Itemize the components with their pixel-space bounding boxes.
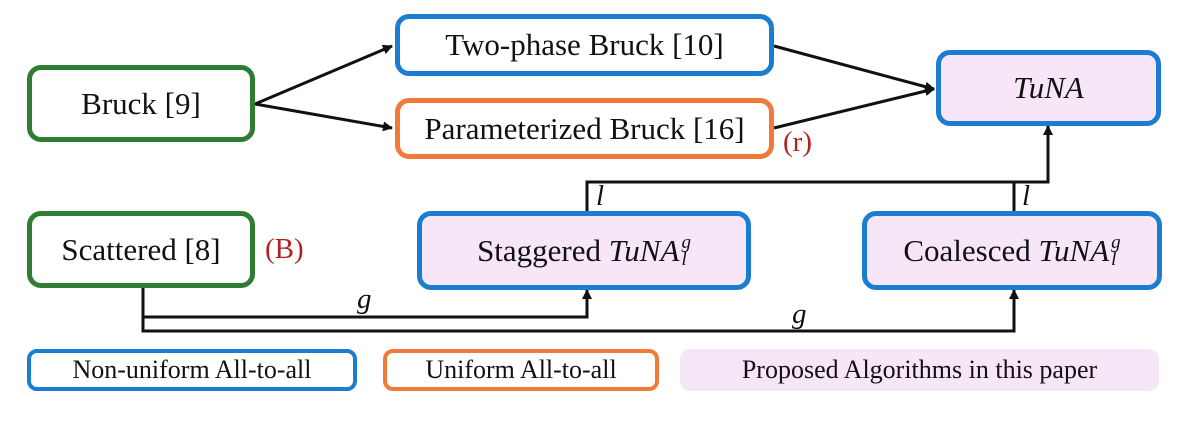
node-tuna-label: TuNA	[1013, 70, 1084, 105]
edge-parameterized-to-tuna	[773, 86, 935, 130]
node-staggered-main: TuNA	[608, 232, 680, 268]
node-staggered-sup: g	[681, 231, 691, 253]
annotation-B: (B)	[265, 233, 304, 265]
edge-label-g-coalesced: g	[792, 298, 807, 330]
edge-label-l-staggered: l	[596, 180, 605, 212]
node-parameterized-bruck: Parameterized Bruck [16]	[395, 98, 774, 159]
edge-label-l-coalesced: l	[1022, 180, 1031, 212]
node-coalesced-main: TuNA	[1038, 232, 1110, 268]
legend-proposed: Proposed Algorithms in this paper	[680, 349, 1159, 391]
legend-non-uniform: Non-uniform All-to-all	[27, 349, 357, 391]
node-coalesced-prefix: Coalesced	[903, 232, 1031, 268]
edge-two-phase-to-tuna	[773, 44, 935, 92]
legend-uniform: Uniform All-to-all	[383, 349, 659, 391]
annotation-r: (r)	[783, 126, 812, 158]
node-bruck-label: Bruck [9]	[81, 85, 201, 121]
node-scattered: Scattered [8]	[27, 211, 255, 288]
node-staggered-sub: l	[681, 248, 687, 270]
edge-g-to-coalesced	[141, 289, 1019, 333]
node-two-phase-bruck: Two-phase Bruck [10]	[395, 14, 774, 76]
node-staggered-prefix: Staggered	[477, 232, 602, 268]
legend-proposed-label: Proposed Algorithms in this paper	[741, 355, 1098, 384]
node-coalesced-sub: l	[1111, 248, 1117, 270]
node-two-phase-label: Two-phase Bruck [10]	[445, 27, 724, 62]
node-parameterized-label: Parameterized Bruck [16]	[424, 110, 745, 146]
node-tuna: TuNA	[936, 50, 1161, 126]
legend-uniform-label: Uniform All-to-all	[425, 355, 617, 384]
legend-non-uniform-label: Non-uniform All-to-all	[72, 355, 312, 384]
node-coalesced-sup: g	[1111, 231, 1121, 253]
edge-g-to-staggered	[141, 288, 592, 319]
node-bruck: Bruck [9]	[27, 65, 255, 142]
node-scattered-label: Scattered [8]	[61, 231, 221, 267]
edge-l-to-tuna	[585, 125, 1053, 211]
edge-bruck-to-parameterized	[254, 102, 393, 132]
edge-label-g-staggered: g	[357, 283, 372, 315]
edge-bruck-to-two-phase	[254, 44, 393, 106]
